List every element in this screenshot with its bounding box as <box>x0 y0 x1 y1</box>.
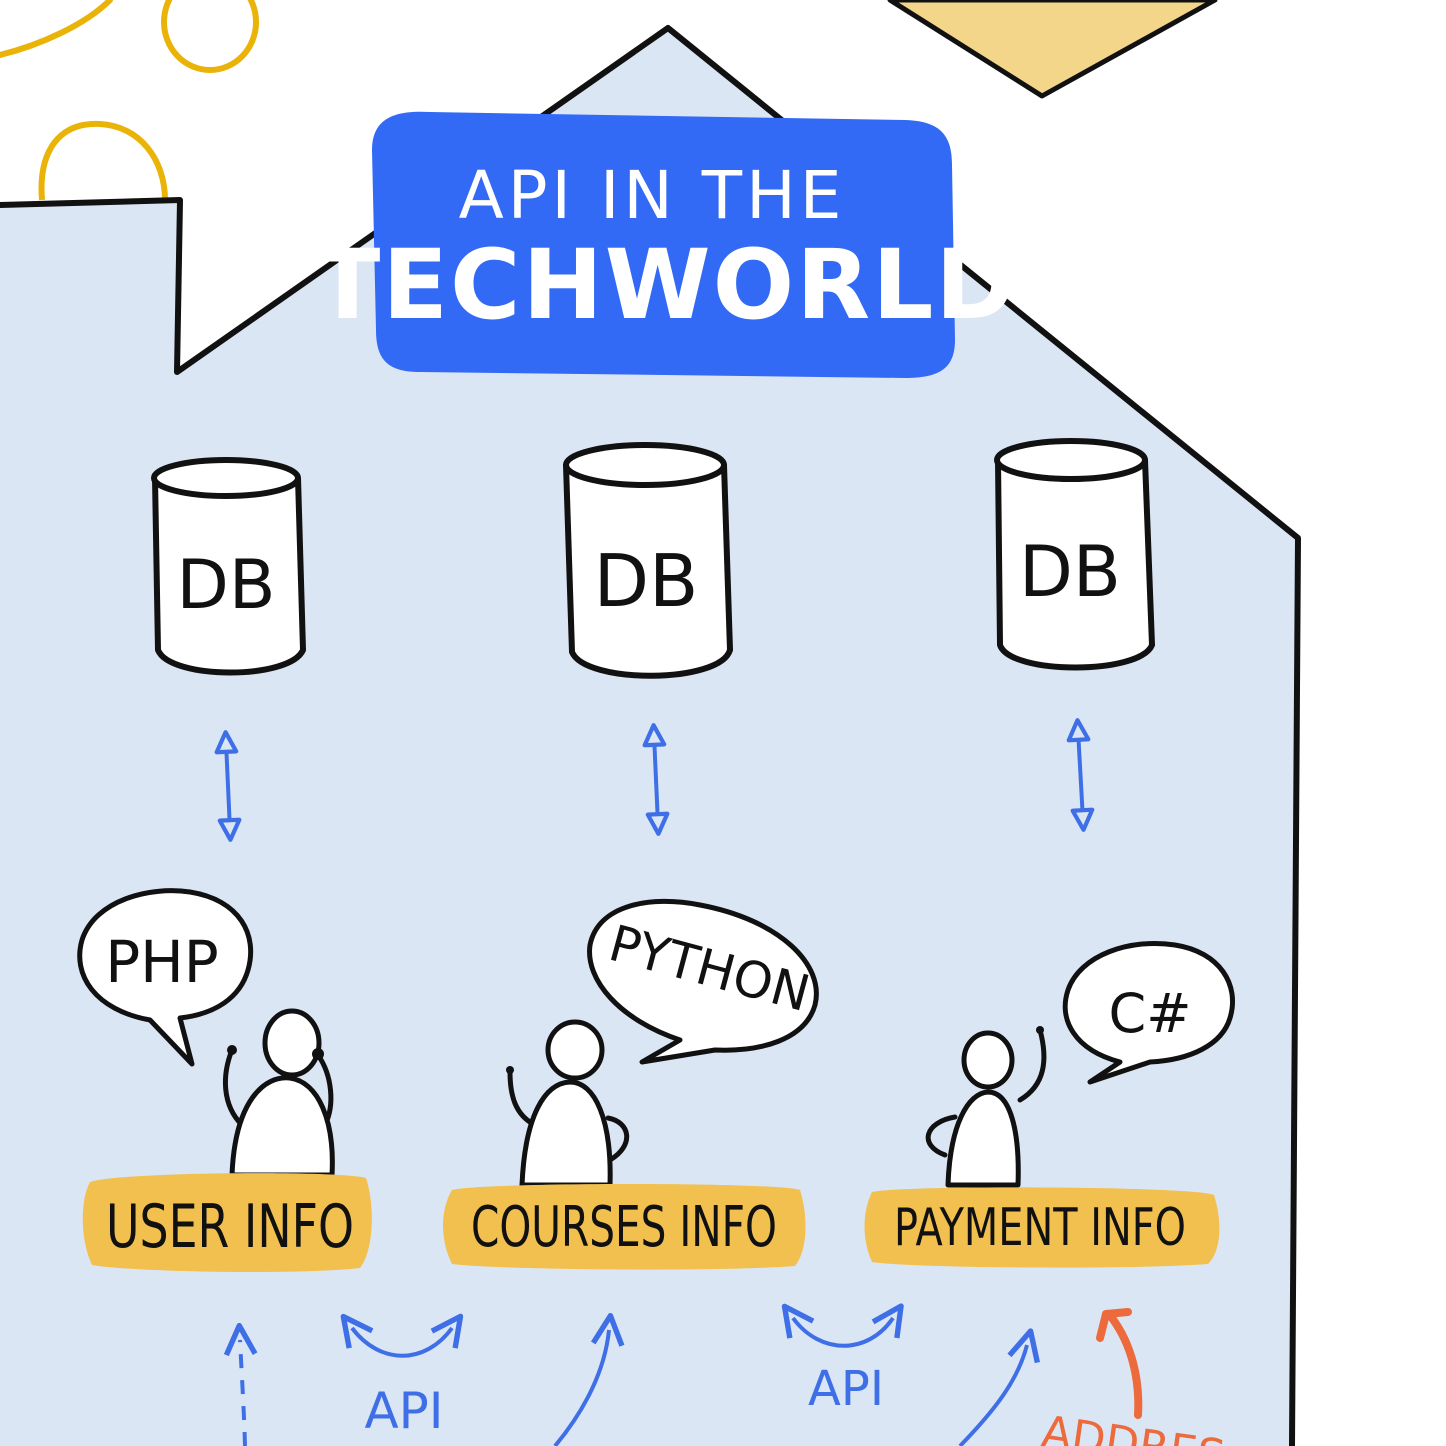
title-box: API IN THE TECHWORLD <box>315 111 1017 378</box>
speech-bubble-csharp: C# <box>1062 940 1236 1085</box>
title-line-2: TECHWORLD <box>315 229 1017 341</box>
dashed-up-arrow <box>223 1322 258 1446</box>
database-3: DB <box>994 438 1155 671</box>
database-label: DB <box>594 539 699 623</box>
database-1: DB <box>151 457 306 676</box>
service-label: PAYMENT INFO <box>894 1198 1186 1258</box>
orange-arrowhead <box>1096 1308 1132 1342</box>
yellow-ring-decoration <box>161 0 259 73</box>
person-figure <box>222 1008 335 1178</box>
service-label: USER INFO <box>106 1192 354 1262</box>
orange-up-arrow <box>1108 1314 1143 1419</box>
speech-bubble-php: PHP <box>77 888 254 1067</box>
database-label: DB <box>1019 531 1121 613</box>
yellow-arch-decoration <box>38 120 168 201</box>
api-curved-arrow <box>340 1313 464 1358</box>
database-label: DB <box>176 546 275 625</box>
curved-up-arrow <box>958 1328 1040 1446</box>
curved-up-arrow <box>553 1312 625 1446</box>
speech-text: C# <box>1109 982 1192 1045</box>
db-link-arrow <box>214 730 242 842</box>
service-payment-info: PAYMENT INFO <box>864 1187 1220 1268</box>
service-user-info: USER INFO <box>82 1173 372 1272</box>
service-label: COURSES INFO <box>471 1195 777 1260</box>
speech-text: PHP <box>105 928 219 996</box>
database-2: DB <box>563 442 733 679</box>
api-label: API <box>364 1382 443 1440</box>
tan-diamond-decoration <box>887 0 1218 99</box>
title-line-1: API IN THE <box>459 157 846 234</box>
db-link-arrow <box>1066 718 1095 832</box>
person-figure <box>925 1026 1047 1188</box>
person-figure <box>506 1019 630 1188</box>
yellow-loop-decoration <box>0 0 113 58</box>
api-curved-arrow <box>781 1303 904 1348</box>
decorations <box>0 0 1218 201</box>
db-link-arrow <box>642 723 670 836</box>
api-label: API <box>808 1361 884 1417</box>
service-courses-info: COURSES INFO <box>443 1184 806 1270</box>
